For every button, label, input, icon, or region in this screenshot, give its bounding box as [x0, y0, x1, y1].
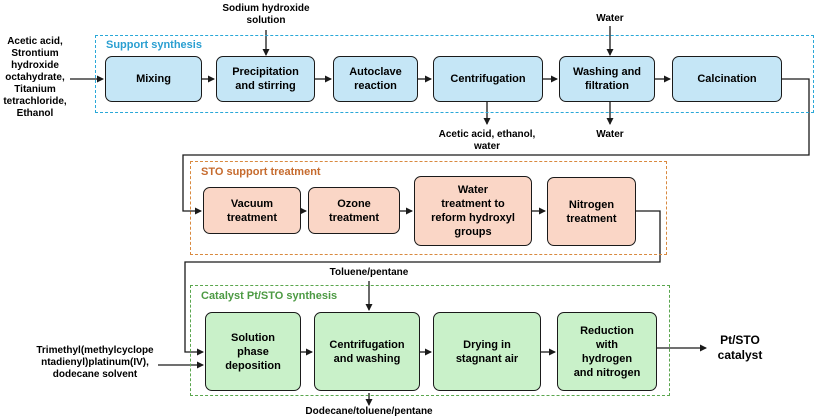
output-acetic-ethanol-water: Acetic acid, ethanol, water — [438, 129, 536, 152]
input-sodium-hydroxide: Sodium hydroxide solution — [222, 3, 310, 26]
final-product-pt-sto: Pt/STO catalyst — [717, 333, 763, 362]
arrow-nitrogen-to-deposition — [184, 210, 661, 356]
output-dodecane-toluene-pentane: Dodecane/toluene/pentane — [305, 406, 433, 417]
arrow-calcination-to-vacuum — [182, 78, 810, 215]
group-catalyst-synthesis — [190, 285, 670, 396]
step-precipitation-stirring: Precipitation and stirring — [216, 56, 315, 102]
step-reduction-hydrogen-nitrogen: Reduction with hydrogen and nitrogen — [557, 312, 657, 391]
step-mixing: Mixing — [105, 56, 202, 102]
group-title-support-synthesis: Support synthesis — [106, 39, 202, 51]
input-toluene-pentane: Toluene/pentane — [329, 267, 409, 278]
step-centrifugation-washing: Centrifugation and washing — [314, 312, 420, 391]
group-sto-treatment — [190, 161, 667, 255]
output-water: Water — [596, 129, 624, 140]
input-water: Water — [596, 13, 624, 24]
step-solution-phase-deposition: Solution phase deposition — [205, 312, 301, 391]
step-centrifugation: Centrifugation — [433, 56, 543, 102]
step-drying-stagnant-air: Drying in stagnant air — [433, 312, 541, 391]
group-title-catalyst-synthesis: Catalyst Pt/STO synthesis — [201, 290, 338, 302]
step-vacuum-treatment: Vacuum treatment — [203, 187, 301, 234]
input-support-reagents: Acetic acid, Strontium hydroxide octahyd… — [3, 36, 67, 119]
step-water-treatment: Water treatment to reform hydroxyl group… — [414, 176, 532, 246]
step-autoclave-reaction: Autoclave reaction — [333, 56, 418, 102]
step-washing-filtration: Washing and filtration — [559, 56, 655, 102]
input-pt-precursor: Trimethyl(methylcyclope ntadienyl)platin… — [36, 345, 154, 380]
step-ozone-treatment: Ozone treatment — [308, 187, 400, 234]
group-support-synthesis — [95, 35, 814, 113]
step-nitrogen-treatment: Nitrogen treatment — [547, 177, 636, 246]
step-calcination: Calcination — [672, 56, 782, 102]
group-title-sto-treatment: STO support treatment — [201, 166, 321, 178]
